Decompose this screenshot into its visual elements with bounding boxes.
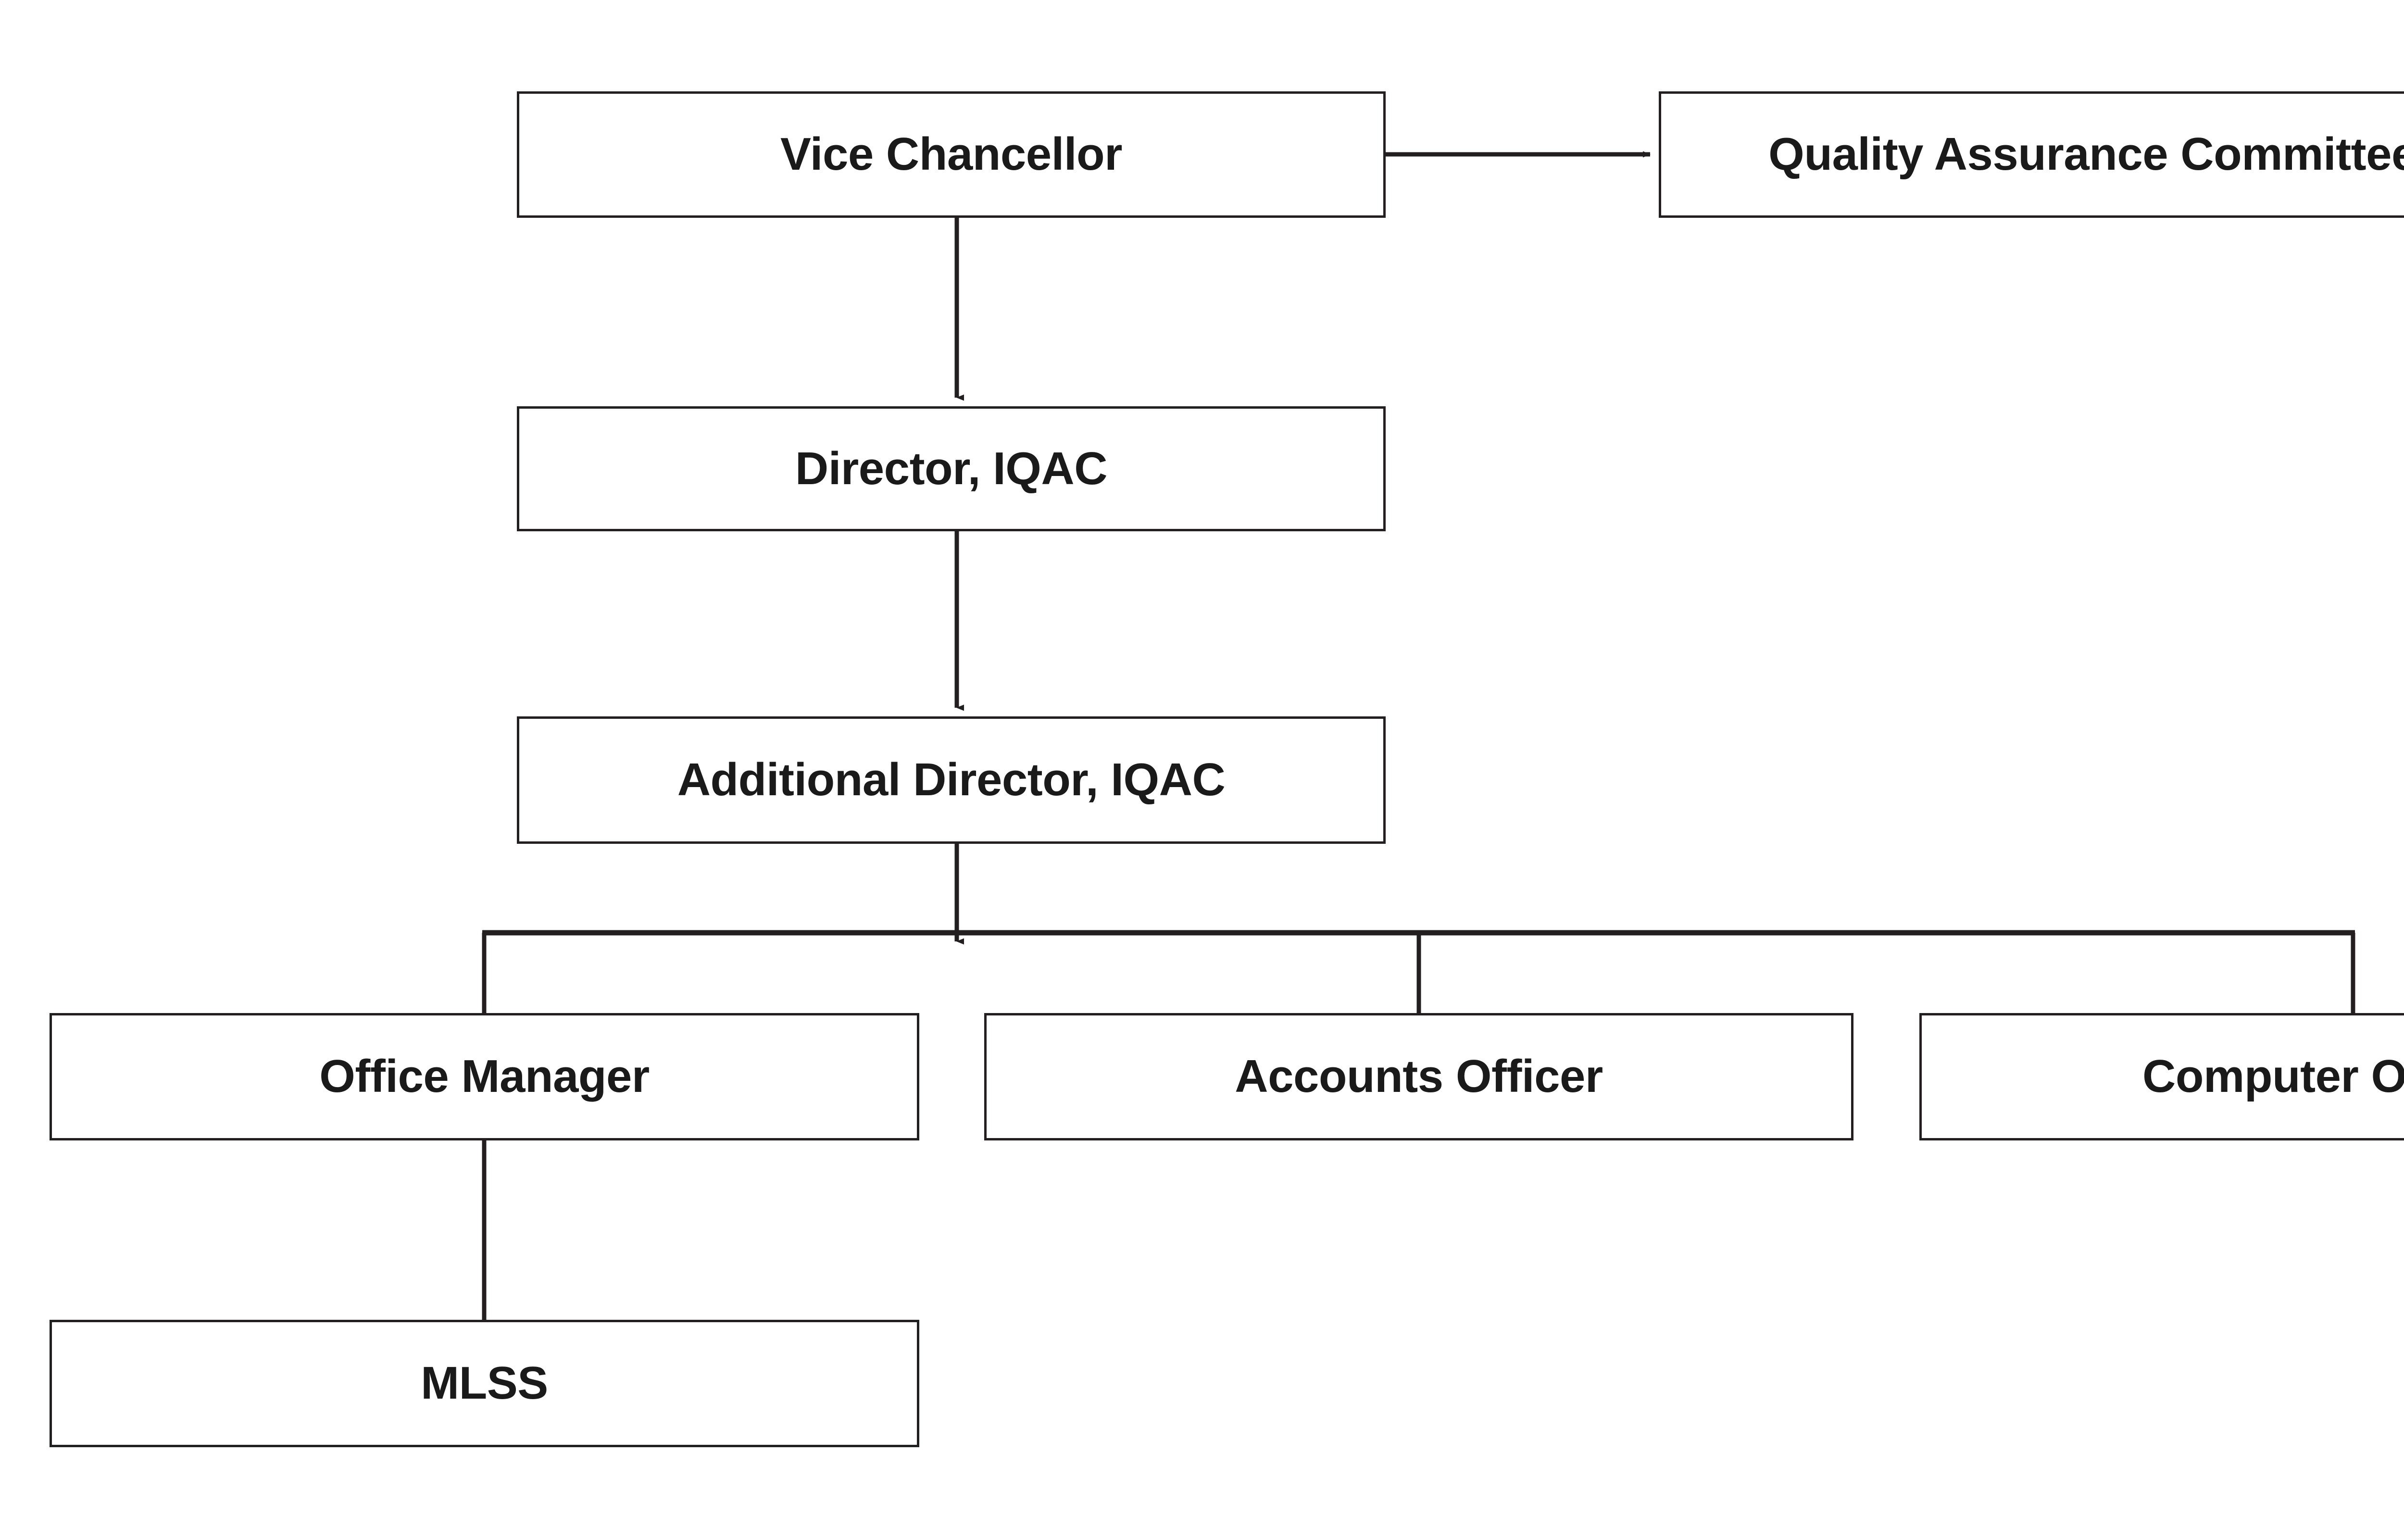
node-label-mlss: MLSS [421,1357,548,1409]
node-label-director-iqac: Director, IQAC [795,442,1108,494]
node-label-accounts-officer: Accounts Officer [1235,1051,1603,1102]
node-label-office-manager: Office Manager [319,1051,650,1102]
node-label-computer-operator: Computer Operator [2142,1051,2404,1102]
edge-addl-director-iqac-to-bus [482,844,2360,1025]
node-vice-chancellor[interactable]: Vice Chancellor [517,91,1386,218]
node-label-quality-assurance-committee: Quality Assurance Committee [1768,128,2404,180]
node-label-additional-director-iqac: Additional Director, IQAC [677,754,1226,806]
node-mlss[interactable]: MLSS [50,1320,919,1447]
node-additional-director-iqac[interactable]: Additional Director, IQAC [517,716,1386,844]
node-director-iqac[interactable]: Director, IQAC [517,406,1386,531]
node-label-vice-chancellor: Vice Chancellor [780,128,1123,180]
node-quality-assurance-committee[interactable]: Quality Assurance Committee [1659,91,2404,218]
node-office-manager[interactable]: Office Manager [50,1013,919,1140]
node-accounts-officer[interactable]: Accounts Officer [984,1013,1853,1140]
node-computer-operator[interactable]: Computer Operator [1919,1013,2404,1140]
